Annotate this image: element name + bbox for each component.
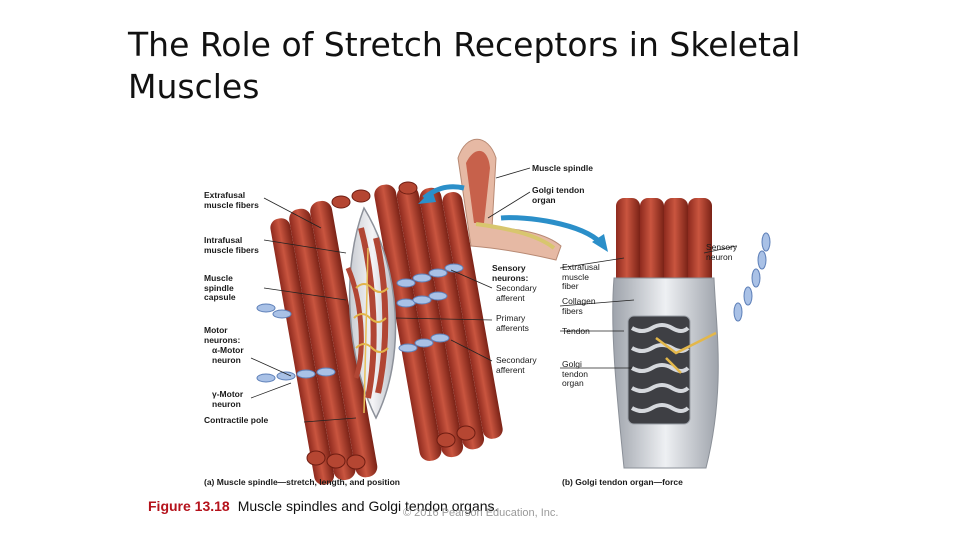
muscle-fiber-bundle — [270, 184, 503, 485]
label-sensory-neurons: Sensory neurons: — [492, 263, 529, 283]
label-sensory-neuron: Sensory neuron — [706, 242, 738, 262]
arrow-head-left — [418, 190, 436, 204]
label-extrafusal-muscle-fiber: Extrafusal muscle fiber — [562, 262, 600, 291]
figure-caption-text: Muscle spindles and Golgi tendon organs. — [237, 498, 499, 514]
label-extrafusal-muscle-fibers: Extrafusal muscle fibers — [204, 190, 259, 210]
muscle-spindle-capsule — [345, 206, 397, 420]
label-golgi-tendon-organ: Golgi tendon organ — [562, 359, 588, 388]
label-motor-neurons: Motor neurons: — [204, 325, 241, 345]
label-contractile-pole: Contractile pole — [204, 415, 269, 425]
golgi-tendon-panel — [612, 198, 719, 469]
copyright-notice: © 2016 Pearson Education, Inc. — [403, 507, 559, 519]
figure-number: Figure 13.18 — [148, 498, 230, 514]
nerve-fibers — [256, 232, 771, 383]
panel-a-caption: (a) Muscle spindle—stretch, length, and … — [204, 477, 400, 487]
label-alpha-motor-neuron: α-Motor neuron — [212, 345, 244, 365]
label-golgi-tendon-organ-top: Golgi tendon organ — [532, 185, 585, 205]
slide-title: The Role of Stretch Receptors in Skeleta… — [128, 25, 801, 106]
label-intrafusal-muscle-fibers: Intrafusal muscle fibers — [204, 235, 259, 255]
figure-caption: Figure 13.18 Muscle spindles and Golgi te… — [148, 498, 498, 514]
stretch-receptor-figure: Extrafusal muscle fibers Intrafusal musc… — [196, 128, 776, 492]
figure-illustration — [250, 138, 771, 485]
arm-inset — [457, 138, 562, 261]
label-secondary-afferent-2: Secondary afferent — [496, 355, 537, 375]
arrow-to-tendon — [500, 215, 603, 245]
leader-lines — [250, 167, 737, 423]
label-gamma-motor-neuron: γ-Motor neuron — [212, 389, 244, 409]
arrow-head-right — [592, 234, 608, 252]
label-collagen-fibers: Collagen fibers — [562, 296, 596, 316]
label-tendon: Tendon — [562, 326, 590, 336]
label-muscle-spindle-capsule: Muscle spindle capsule — [204, 273, 236, 302]
panel-b-caption: (b) Golgi tendon organ—force — [562, 477, 683, 487]
label-muscle-spindle: Muscle spindle — [532, 163, 593, 173]
label-primary-afferents: Primary afferents — [496, 313, 529, 333]
label-secondary-afferent-1: Secondary afferent — [496, 283, 537, 303]
fiber-ends — [306, 181, 476, 470]
